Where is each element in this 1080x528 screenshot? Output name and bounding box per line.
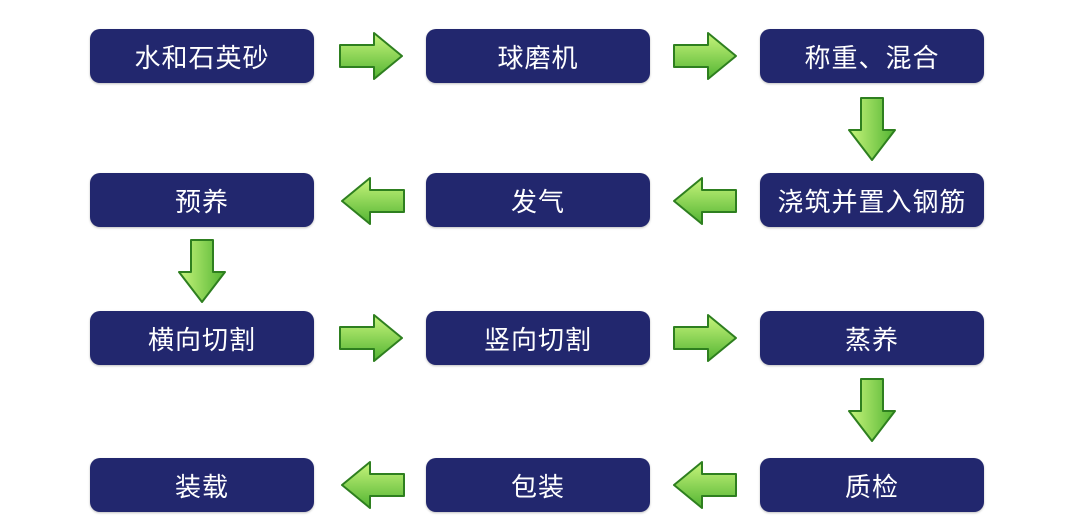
step-gas-generation: 发气 [426,173,650,227]
arrow-left-icon [672,460,738,510]
step-weigh-and-mix: 称重、混合 [760,29,984,83]
arrow-down-icon [177,238,227,304]
step-loading: 装载 [90,458,314,512]
arrow-right-icon [338,313,404,363]
arrow-left-icon [340,460,406,510]
arrow-left-icon [672,176,738,226]
arrow-right-icon [672,31,738,81]
arrow-right-icon [338,31,404,81]
step-ball-mill: 球磨机 [426,29,650,83]
step-pour-and-place-rebar: 浇筑并置入钢筋 [760,173,984,227]
step-quality-inspection: 质检 [760,458,984,512]
step-vertical-cutting: 竖向切割 [426,311,650,365]
step-packaging: 包装 [426,458,650,512]
arrow-left-icon [340,176,406,226]
step-pre-cure: 预养 [90,173,314,227]
arrow-down-icon [847,377,897,443]
step-horizontal-cutting: 横向切割 [90,311,314,365]
step-water-and-quartz-sand: 水和石英砂 [90,29,314,83]
arrow-down-icon [847,96,897,162]
arrow-right-icon [672,313,738,363]
step-steam-cure: 蒸养 [760,311,984,365]
